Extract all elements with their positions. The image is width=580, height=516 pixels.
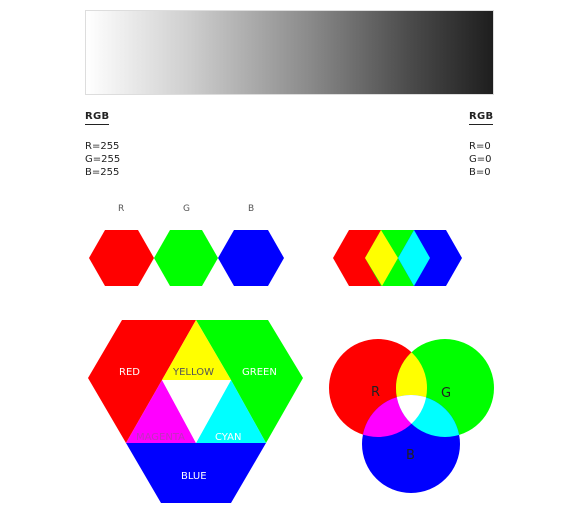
- black-rgb-heading: RGB: [469, 111, 494, 125]
- grayscale-gradient-bar: [85, 10, 494, 95]
- venn-overlap-cyan: [396, 395, 460, 437]
- channel-label-b: B: [248, 204, 255, 214]
- channel-label-g: G: [183, 204, 190, 214]
- venn-label-b: B: [406, 448, 415, 463]
- hexagon-green: [154, 230, 218, 286]
- white-rgb-heading: RGB: [85, 111, 110, 125]
- black-r-value: R=0: [469, 141, 491, 152]
- region-white: [162, 380, 231, 443]
- label-cyan: CYAN: [215, 432, 241, 443]
- label-magenta: MAGENTA: [136, 432, 185, 443]
- white-g-value: G=255: [85, 154, 121, 165]
- venn-label-g: G: [441, 386, 451, 401]
- black-rgb-values: R=0 G=0 B=0: [469, 140, 492, 179]
- region-yellow: [162, 320, 231, 380]
- black-g-value: G=0: [469, 154, 492, 165]
- white-r-value: R=255: [85, 141, 120, 152]
- overlap-cyan-diamond: [398, 230, 430, 286]
- label-red: RED: [119, 367, 140, 378]
- region-red: [88, 320, 196, 443]
- region-blue: [126, 443, 266, 503]
- hexagon-blue: [218, 230, 284, 286]
- venn-overlap-magenta: [362, 395, 427, 437]
- label-yellow: YELLOW: [172, 367, 214, 378]
- black-b-value: B=0: [469, 167, 491, 178]
- white-b-value: B=255: [85, 167, 120, 178]
- channel-label-r: R: [118, 204, 125, 214]
- region-green: [196, 320, 303, 443]
- region-cyan: [196, 380, 266, 443]
- white-rgb-values: R=255 G=255 B=255: [85, 140, 120, 179]
- label-green: GREEN: [242, 367, 277, 378]
- venn-label-r: R: [371, 385, 380, 400]
- hexagon-red: [89, 230, 154, 286]
- overlap-yellow-diamond: [365, 230, 398, 286]
- label-blue: BLUE: [181, 471, 207, 482]
- region-magenta: [126, 380, 196, 443]
